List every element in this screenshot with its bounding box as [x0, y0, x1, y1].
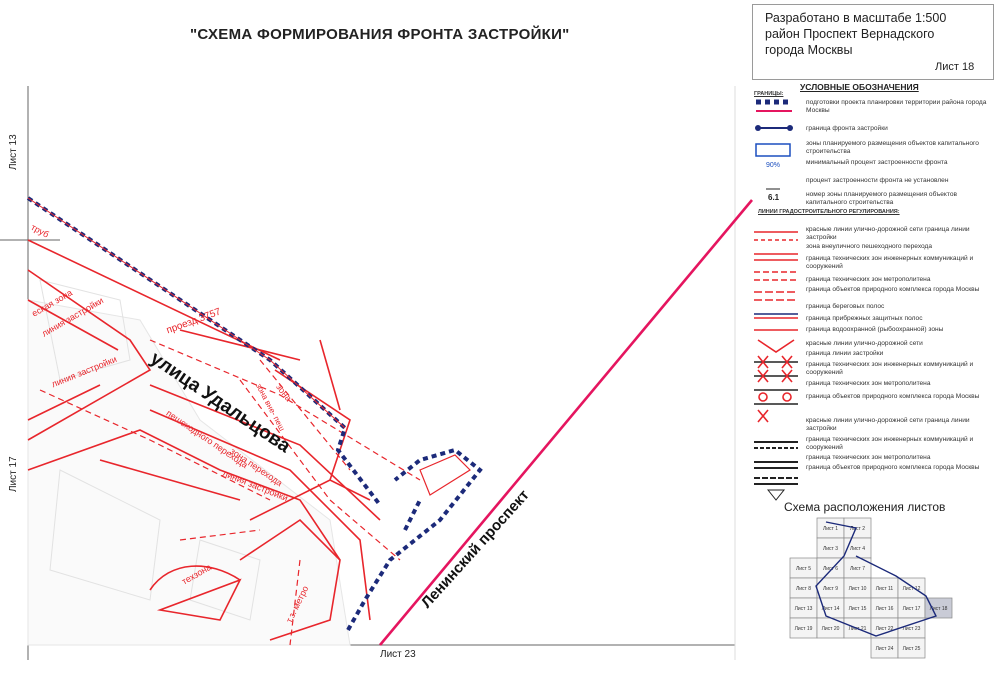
- schema-title: Схема расположения листов: [784, 500, 946, 514]
- legend-reg-item-2: граница технических зон инженерных комму…: [806, 255, 974, 270]
- zone-outline-small: [419, 454, 471, 496]
- schema-cell-label: Лист 10: [849, 586, 867, 592]
- schema-cell[interactable]: Лист 15: [843, 597, 872, 619]
- schema-cell[interactable]: Лист 4: [843, 537, 872, 559]
- schema-cell[interactable]: Лист 1: [816, 517, 845, 539]
- legend-reg-item-11: граница технических зон метрополитена: [806, 380, 931, 387]
- legend-reg-item-0: красные линии улично-дорожной сети грани…: [806, 226, 970, 241]
- sheet-number: Лист 18: [935, 61, 975, 73]
- schema-cell-label: Лист 12: [903, 586, 921, 592]
- frontage-boundary: [26, 196, 483, 631]
- legend-item-no-pct: процент застроенности фронта не установл…: [806, 177, 949, 184]
- base-building-2: [49, 469, 161, 601]
- schema-cell-label: Лист 25: [903, 646, 921, 652]
- legend-num-sample: 6.1: [768, 193, 780, 202]
- schema-cell[interactable]: Лист 16: [870, 597, 899, 619]
- base-map-area: [27, 299, 351, 646]
- schema-cell-label: Лист 11: [876, 586, 894, 592]
- schema-cell-label: Лист 14: [822, 606, 840, 612]
- document-title: "СХЕМА ФОРМИРОВАНИЯ ФРОНТА ЗАСТРОЙКИ": [190, 26, 570, 43]
- legend-item-planning: подготовки проекта планировки территории…: [806, 99, 987, 114]
- legend-borders-header: ГРАНИЦЫ:: [754, 91, 784, 97]
- schema-cell[interactable]: Лист 3: [816, 537, 845, 559]
- frontage-red-core: [27, 197, 346, 429]
- schema-cell[interactable]: Лист 18: [924, 597, 953, 619]
- schema-cell[interactable]: Лист 2: [843, 517, 872, 539]
- schema-cell-label: Лист 17: [903, 606, 921, 612]
- legend-reg-item-7: граница водоохранной (рыбоохранной) зоны: [806, 326, 944, 333]
- schema-cell[interactable]: Лист 8: [789, 577, 818, 599]
- schema-cell-label: Лист 5: [796, 566, 811, 572]
- legend-item-zones: зоны планируемого размещения объектов ка…: [806, 140, 979, 155]
- schema-cell[interactable]: Лист 25: [897, 637, 926, 659]
- legend-item-frontage: граница фронта застройки: [806, 125, 888, 132]
- sheet-label-17[interactable]: Лист 17: [8, 456, 19, 492]
- legend-pct-sample: 90%: [766, 162, 781, 169]
- base-building-1: [39, 279, 131, 381]
- red-dashed-lines: [39, 339, 421, 646]
- sheet-schema: Лист 1 Лист 2 Лист 3 Лист 4 Лист 5 Лист 6 Лист…: [789, 517, 953, 659]
- legend-reg-item-3: граница технических зон метрополитена: [806, 276, 931, 283]
- legend-panel: УСЛОВНЫЕ ОБОЗНАЧЕНИЯ ГРАНИЦЫ: 6.1: [752, 80, 992, 660]
- schema-cell-label: Лист 3: [823, 546, 838, 552]
- legend-symbols: 6.1: [754, 99, 798, 501]
- schema-cell[interactable]: Лист 19: [789, 617, 818, 639]
- schema-cell-label: Лист 7: [850, 566, 865, 572]
- schema-cell-label: Лист 20: [822, 626, 840, 632]
- schema-cell-label: Лист 8: [796, 586, 811, 592]
- schema-cell-label: Лист 15: [849, 606, 867, 612]
- schema-cell-label: Лист 19: [795, 626, 813, 632]
- legend-reg-item-16: граница объектов природного комплекса го…: [806, 464, 980, 471]
- legend-reg-item-1: зона внеуличного пешеходного перехода: [806, 243, 933, 250]
- info-box: Разработано в масштабе 1:500 район Просп…: [752, 4, 994, 80]
- schema-cell[interactable]: Лист 13: [789, 597, 818, 619]
- legend-reg-item-12: граница объектов природного комплекса го…: [806, 393, 980, 400]
- schema-cell-label: Лист 22: [876, 626, 894, 632]
- schema-cell-label: Лист 16: [876, 606, 894, 612]
- legend-regulation-header: ЛИНИИ ГРАДОСТРОИТЕЛЬНОГО РЕГУЛИРОВАНИЯ:: [758, 209, 900, 215]
- info-district: район Проспект Вернадского: [765, 27, 935, 41]
- legend-item-zone-number: номер зоны планируемого размещения объек…: [806, 191, 958, 206]
- legend-reg-item-5: граница береговых полос: [806, 303, 885, 310]
- info-scale: Разработано в масштабе 1:500: [765, 11, 947, 25]
- legend-reg-item-4: граница объектов природного комплекса го…: [806, 286, 980, 293]
- legend-reg-item-6: граница прибрежных защитных полос: [806, 315, 923, 322]
- sheet-label-23[interactable]: Лист 23: [380, 649, 416, 660]
- legend-reg-item-10: граница технических зон инженерных комму…: [806, 361, 974, 376]
- legend-reg-item-13: красные линии улично-дорожной сети грани…: [806, 417, 970, 432]
- schema-cell-label: Лист 9: [823, 586, 838, 592]
- legend-reg-item-8: красные линии улично-дорожной сети: [806, 340, 923, 347]
- schema-cell[interactable]: Лист 5: [789, 557, 818, 579]
- schema-cell-label: Лист 18: [930, 606, 948, 612]
- schema-cell-label: Лист 23: [903, 626, 921, 632]
- schema-cell-label: Лист 4: [850, 546, 865, 552]
- legend-header: УСЛОВНЫЕ ОБОЗНАЧЕНИЯ: [800, 82, 919, 92]
- schema-cell-label: Лист 13: [795, 606, 813, 612]
- schema-cell[interactable]: Лист 12: [897, 577, 926, 599]
- info-city: города Москвы: [765, 43, 853, 57]
- schema-cell[interactable]: Лист 17: [897, 597, 926, 619]
- red-lines: [27, 239, 381, 641]
- schema-cell-label: Лист 2: [850, 526, 865, 532]
- schema-cell-label: Лист 24: [876, 646, 894, 652]
- legend-item-min-pct: минимальный процент застроенности фронта: [806, 159, 948, 166]
- leninsky-prospect-line: [379, 199, 753, 646]
- legend-reg-item-9: граница линии застройки: [806, 350, 884, 357]
- base-building-3: [189, 539, 261, 621]
- schema-district-outline: [815, 521, 937, 637]
- legend-reg-item-15: граница технических зон метрополитена: [806, 454, 931, 461]
- sheet-label-13[interactable]: Лист 13: [8, 134, 19, 170]
- schema-cell[interactable]: Лист 24: [870, 637, 899, 659]
- schema-cell[interactable]: Лист 10: [843, 577, 872, 599]
- schema-cell-label: Лист 6: [823, 566, 838, 572]
- schema-cell[interactable]: Лист 11: [870, 577, 899, 599]
- legend-reg-item-14: граница технических зон инженерных комму…: [806, 436, 974, 451]
- schema-cell-label: Лист 1: [823, 526, 838, 532]
